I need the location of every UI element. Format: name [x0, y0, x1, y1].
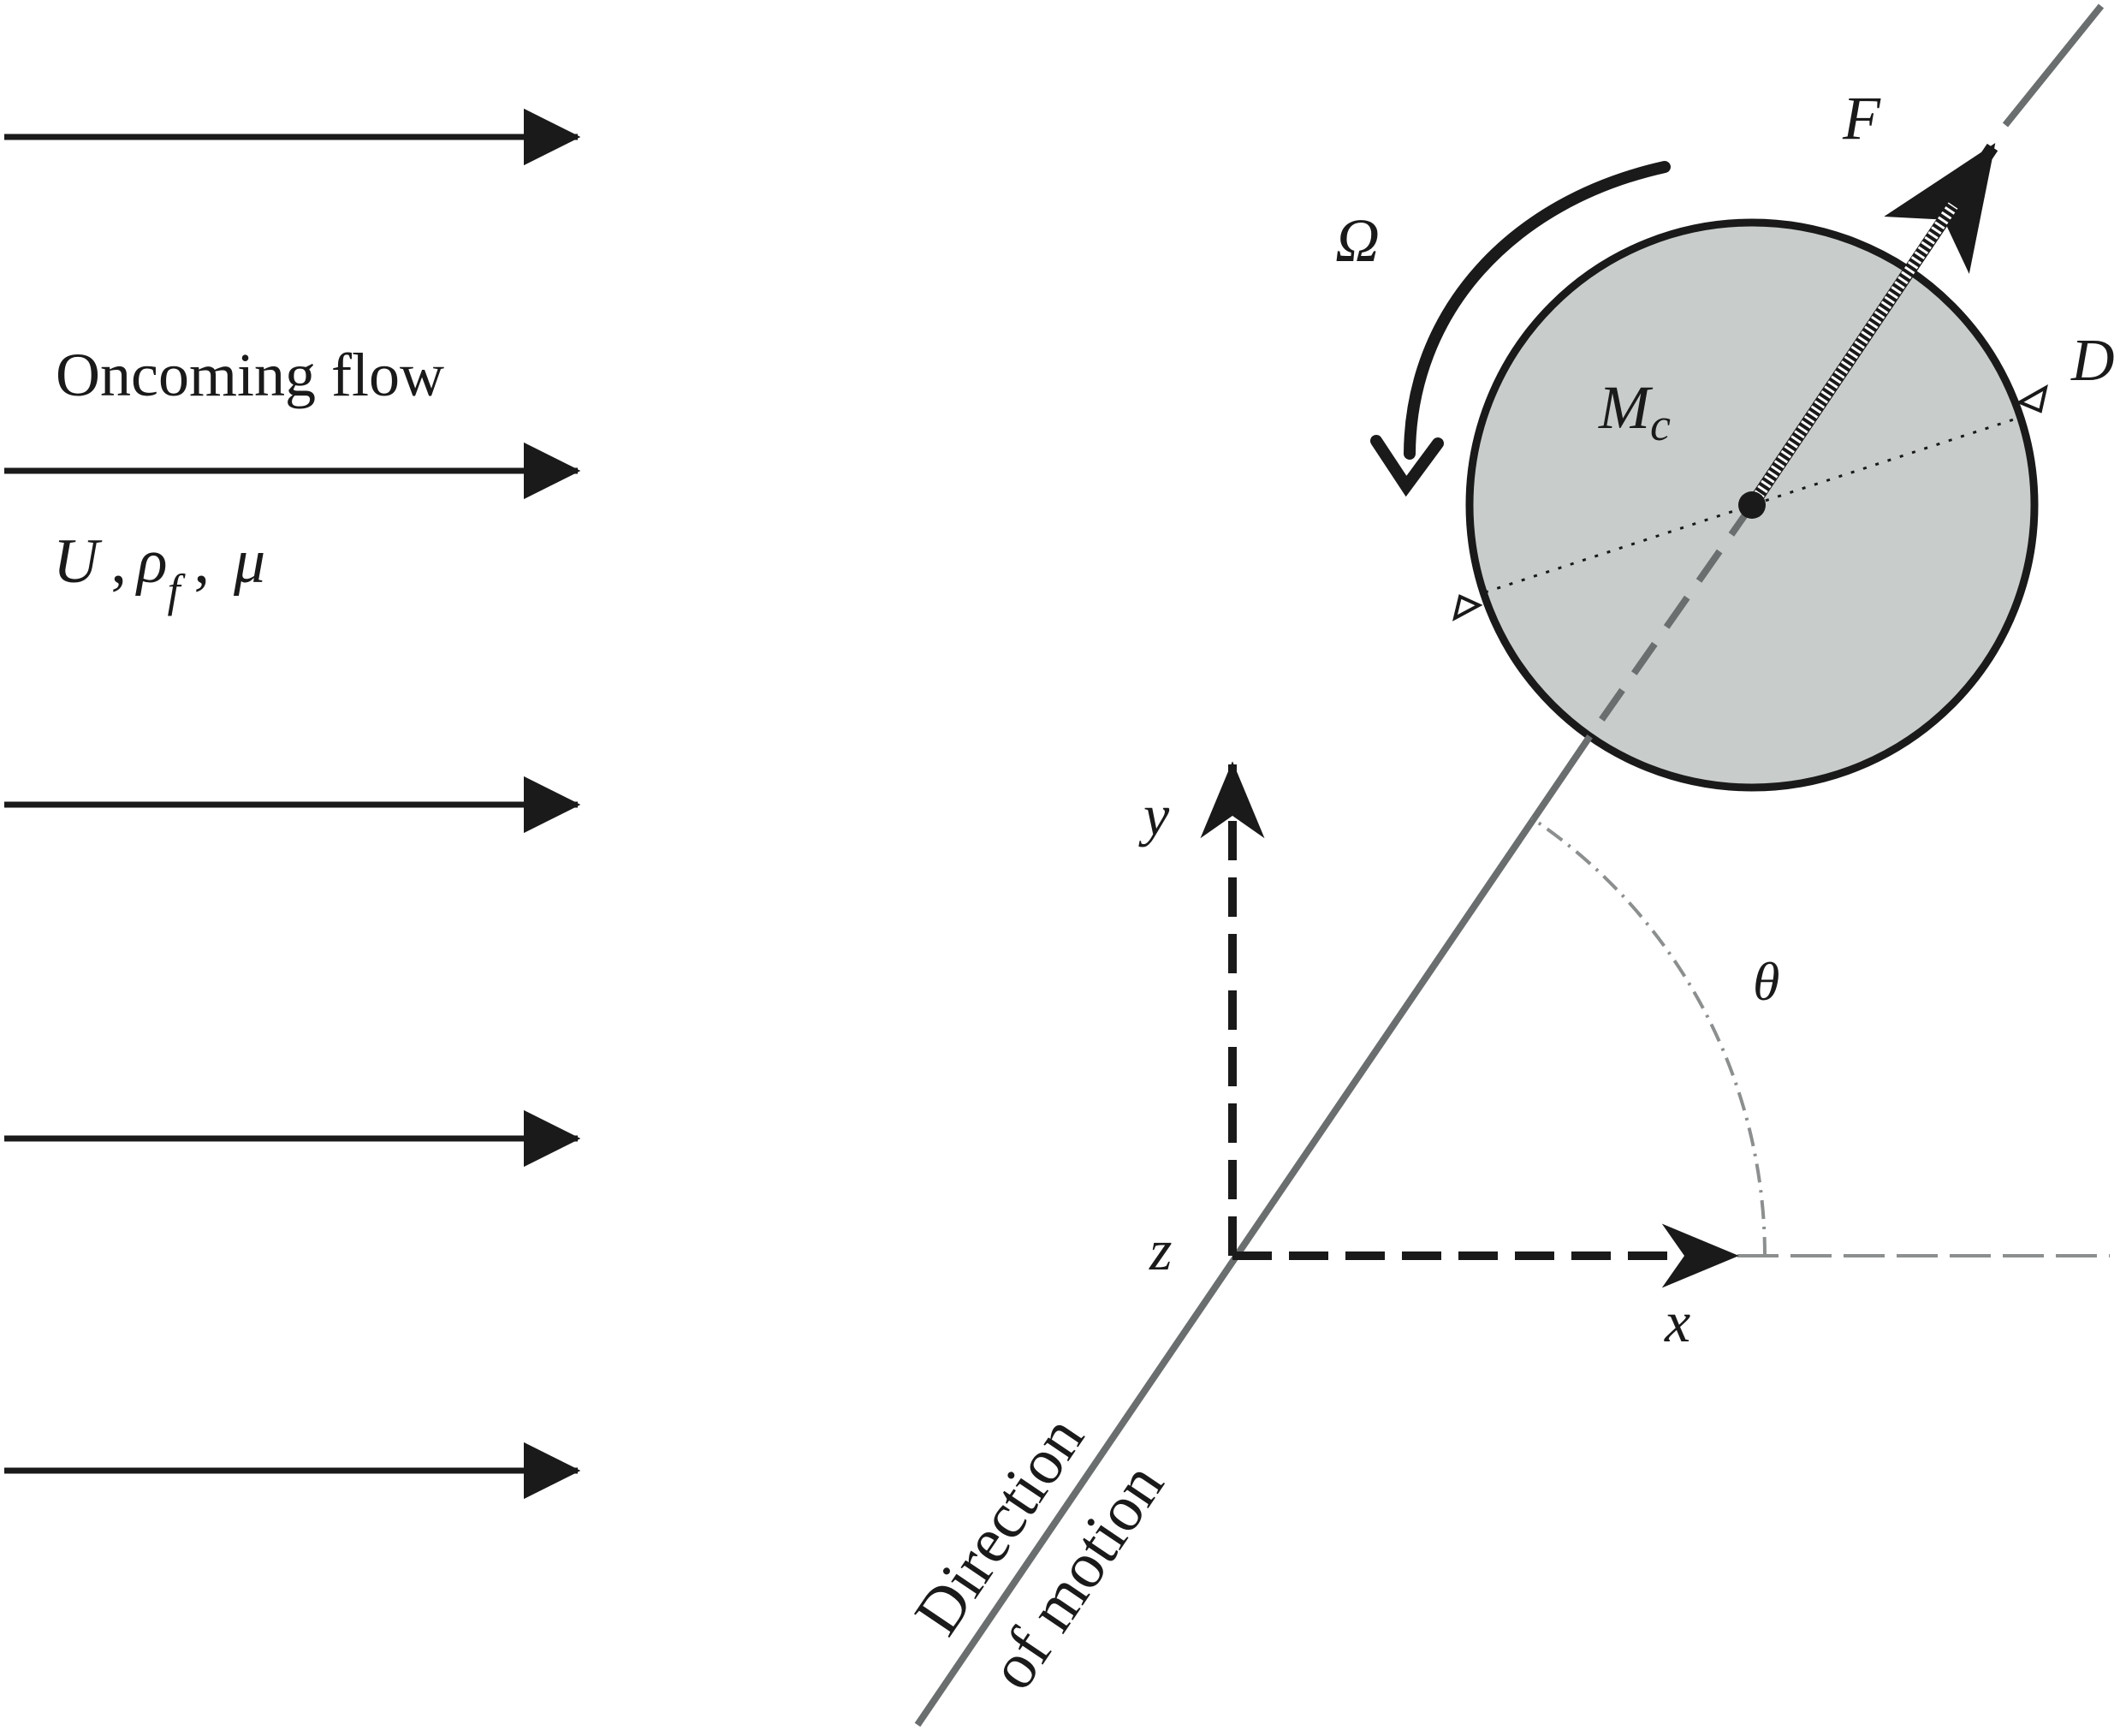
mass-symbol: M — [1598, 373, 1654, 442]
flow-parameters: U,ρf,μ — [53, 526, 265, 616]
rotation-label: Ω — [1335, 206, 1380, 275]
oncoming-flow-arrows — [4, 108, 581, 1500]
param-separator-2: , — [194, 526, 211, 597]
velocity-symbol: U — [53, 526, 103, 597]
direction-of-motion-line — [914, 737, 1591, 1727]
rotation-arrowhead — [1370, 435, 1444, 497]
force-label: F — [1842, 84, 1881, 152]
x-axis-label: x — [1664, 1289, 1690, 1354]
density-subscript: f — [167, 565, 186, 616]
force-arrow-hatch — [1747, 202, 1958, 508]
theta-arc — [1530, 817, 1767, 1257]
cylinder-center — [1738, 491, 1766, 519]
rotation-arrow — [1404, 161, 1671, 460]
direction-of-motion-extension — [2002, 3, 2105, 128]
theta-label: θ — [1753, 951, 1779, 1012]
motion-line-through-cylinder — [1584, 502, 1755, 742]
force-arrow-outline — [1746, 143, 1998, 509]
mass-subscript: c — [1650, 399, 1671, 450]
diameter-marker-right — [2016, 384, 2048, 413]
diameter-marker-left — [1452, 594, 1483, 621]
oncoming-flow-title: Oncoming flow — [56, 341, 444, 409]
viscosity-symbol: μ — [233, 526, 265, 597]
density-symbol: ρ — [135, 526, 168, 597]
diameter-label: D — [2070, 328, 2115, 394]
param-separator-1: , — [110, 526, 127, 597]
z-axis-label: z — [1149, 1217, 1172, 1282]
y-axis-label: y — [1138, 782, 1170, 847]
mass-label: Mc — [1598, 373, 1671, 450]
